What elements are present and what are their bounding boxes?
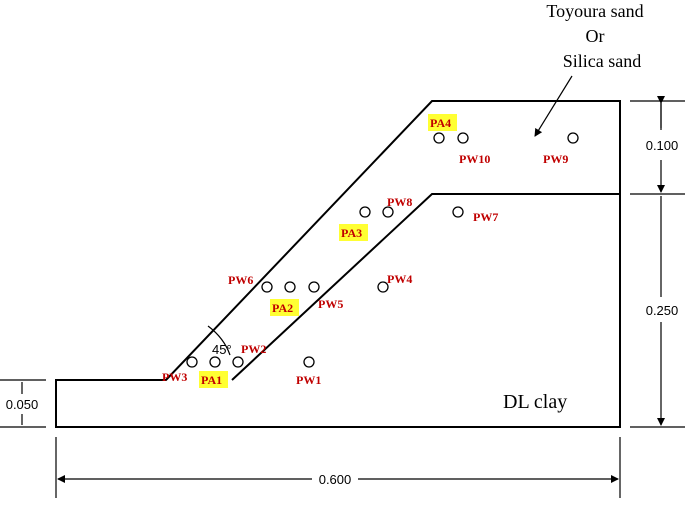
sensor-pw4-marker — [377, 281, 389, 293]
sensor-pw10-marker — [457, 132, 469, 144]
sand-label-line1: Toyoura sand — [546, 1, 643, 21]
pa2-highlight — [270, 299, 299, 316]
sensor-pa2-label: PA2 — [272, 301, 293, 315]
pa1-highlight — [199, 371, 228, 388]
sensor-pw3-marker — [186, 356, 198, 368]
sensor-pw4-label: PW4 — [387, 272, 412, 286]
sensor-pw6-label: PW6 — [228, 273, 253, 287]
slope-angle-arc — [207, 325, 231, 356]
sensor-pw3-label: PW3 — [162, 370, 187, 384]
sensor-pw8-label: PW8 — [387, 195, 412, 209]
model-outline — [55, 100, 621, 428]
pa4-highlight — [428, 114, 457, 131]
sensor-pw1-marker — [303, 356, 315, 368]
sensor-pw9-marker — [567, 132, 579, 144]
sensor-pa3-marker — [359, 206, 371, 218]
sensor-pw5-marker — [308, 281, 320, 293]
pa3-highlight — [339, 224, 368, 241]
sensor-pa4-marker — [433, 132, 445, 144]
sand-pointer-arrow — [534, 75, 573, 137]
dim-base-value: 0.050 — [6, 397, 39, 412]
sensor-pw8-marker — [382, 206, 394, 218]
sensor-pw10-label: PW10 — [459, 152, 490, 166]
sensor-pw6-marker — [261, 281, 273, 293]
sensor-pw2-marker — [232, 356, 244, 368]
sensor-pa1-marker — [209, 356, 221, 368]
sensor-pa2-marker — [284, 281, 296, 293]
sensor-pw1-label: PW1 — [296, 373, 321, 387]
sand-label-line2: Or — [586, 26, 605, 46]
layer-interface — [231, 193, 620, 381]
sensor-pa1-label: PA1 — [201, 373, 222, 387]
sand-label-line3: Silica sand — [563, 51, 642, 71]
slope-angle-label: 45° — [212, 342, 232, 357]
sensor-pw5-label: PW5 — [318, 297, 343, 311]
sensor-pw7-marker — [452, 206, 464, 218]
sensor-pw2-label: PW2 — [241, 342, 266, 356]
sensor-pw9-label: PW9 — [543, 152, 568, 166]
dim-width-value: 0.600 — [319, 472, 352, 487]
sensor-pw7-label: PW7 — [473, 210, 498, 224]
sensor-pa4-label: PA4 — [430, 116, 451, 130]
dim-upper-layer-value: 0.100 — [646, 138, 679, 153]
sensor-pa3-label: PA3 — [341, 226, 362, 240]
clay-label: DL clay — [503, 391, 567, 413]
dim-lower-layer-value: 0.250 — [646, 303, 679, 318]
